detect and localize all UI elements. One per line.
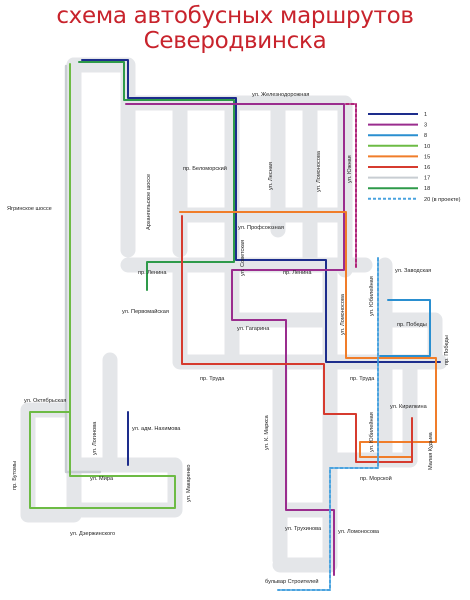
- road-oktyabrskaya: [20, 402, 82, 523]
- legend-label: 18: [424, 186, 430, 192]
- street-malaya-kurya: Малая Кудьма: [428, 431, 434, 470]
- street-admnakhimova: ул. адм. Нахимова: [132, 426, 181, 432]
- legend-label: 1: [424, 112, 427, 118]
- legend-item: 10: [368, 144, 430, 150]
- street-arkhangelskoe: Архангельское шоссе: [146, 174, 152, 230]
- street-pervomaiskaya: ул. Первомайская: [122, 308, 169, 315]
- street-lenina-right: пр. Ленина: [283, 270, 312, 276]
- legend-item: 1: [368, 112, 427, 118]
- legend-item: 17: [368, 176, 430, 182]
- legend-label: 17: [424, 176, 430, 182]
- street-truda-left: пр. Труда: [200, 376, 225, 382]
- legend-item: 15: [368, 154, 430, 160]
- route-1: [81, 59, 441, 363]
- street-pobedy-street: пр. Победы: [397, 322, 427, 328]
- street-lomonosova-top: ул. Ломоносова: [316, 150, 322, 192]
- route-8: [379, 299, 431, 357]
- route-3: [125, 103, 345, 576]
- legend-label: 8: [424, 133, 427, 139]
- route-16: [181, 215, 413, 463]
- street-trukhinova: ул. Трухинова: [285, 526, 322, 532]
- street-kirilkina: ул. Кирилкина: [390, 404, 428, 410]
- road-pobedy: [377, 312, 443, 370]
- street-gagarina: ул. Гагарина: [237, 326, 270, 332]
- legend-item: 8: [368, 133, 427, 139]
- street-labels: ул. Железнодорожная Архангельское шоссе …: [7, 92, 450, 585]
- route-yuzhnaya-planned: [345, 103, 357, 269]
- route-10: [29, 63, 176, 509]
- route-legend: 1 3 8 10 15 16 17 18 20 (в проекте): [368, 112, 461, 203]
- street-butomy: пр. Бутомы: [12, 461, 18, 490]
- legend-item: 20 (в проекте): [368, 197, 461, 203]
- street-yubileynaya-bottom: ул. Юбилейная: [368, 412, 375, 452]
- map-title-line1: схема автобусных маршрутов: [56, 3, 414, 29]
- legend-label: 15: [424, 154, 430, 160]
- legend-item: 3: [368, 123, 427, 129]
- street-morskoy: пр. Морской: [360, 475, 392, 482]
- street-belomorsky: пр. Беломорский: [183, 165, 227, 172]
- street-zavodskaya: ул. Заводская: [395, 268, 431, 274]
- street-lomonosova-bottom: ул. Ломоносова: [338, 529, 380, 535]
- street-makarenko: ул. Макаренко: [186, 465, 192, 503]
- map-title: схема автобусных маршрутов Северодвинска: [0, 4, 470, 54]
- bus-routes: [29, 59, 441, 591]
- legend-label: 3: [424, 123, 427, 129]
- legend-label: 16: [424, 165, 430, 171]
- street-lesnaya: ул. Лесная: [268, 162, 274, 190]
- street-logionova: ул. Логинова: [92, 421, 98, 455]
- legend-label: 10: [424, 144, 430, 150]
- street-lomonosova-mid: ул. Ломоносова: [340, 293, 346, 335]
- legend-item: 16: [368, 165, 430, 171]
- route-15: [179, 211, 437, 458]
- street-profsoyuznaya: ул. Профсоюзная: [238, 225, 284, 231]
- street-pobedy-right: пр. Победы: [444, 335, 450, 365]
- legend-label: 20 (в проекте): [424, 197, 461, 203]
- street-mira: ул. Мира: [90, 476, 114, 482]
- street-yuzhnaya: ул. Южная: [347, 155, 353, 183]
- legend-item: 18: [368, 186, 430, 192]
- street-truda-right: пр. Труда: [350, 376, 375, 382]
- street-yubileynaya-top: ул. Юбилейная: [368, 276, 375, 316]
- street-yagrinskoe: Ягринское шоссе: [7, 206, 52, 212]
- street-karl-marx: ул. К. Маркса: [264, 414, 270, 450]
- route-20: [277, 257, 379, 591]
- route-18: [78, 61, 235, 291]
- street-sovetskaya: ул. Советская: [240, 240, 246, 276]
- map-title-line2: Северодвинска: [143, 28, 327, 54]
- street-zheleznodorozhnaya: ул. Железнодорожная: [252, 92, 309, 98]
- street-dzerzhinskogo: ул. Дзержинского: [70, 531, 115, 537]
- street-stroiteley: бульвар Строителей: [265, 578, 319, 585]
- route-17: [64, 64, 102, 474]
- street-lenina-left: пр. Ленина: [138, 270, 167, 276]
- street-oktyabrskaya: ул. Октябрьская: [24, 398, 66, 404]
